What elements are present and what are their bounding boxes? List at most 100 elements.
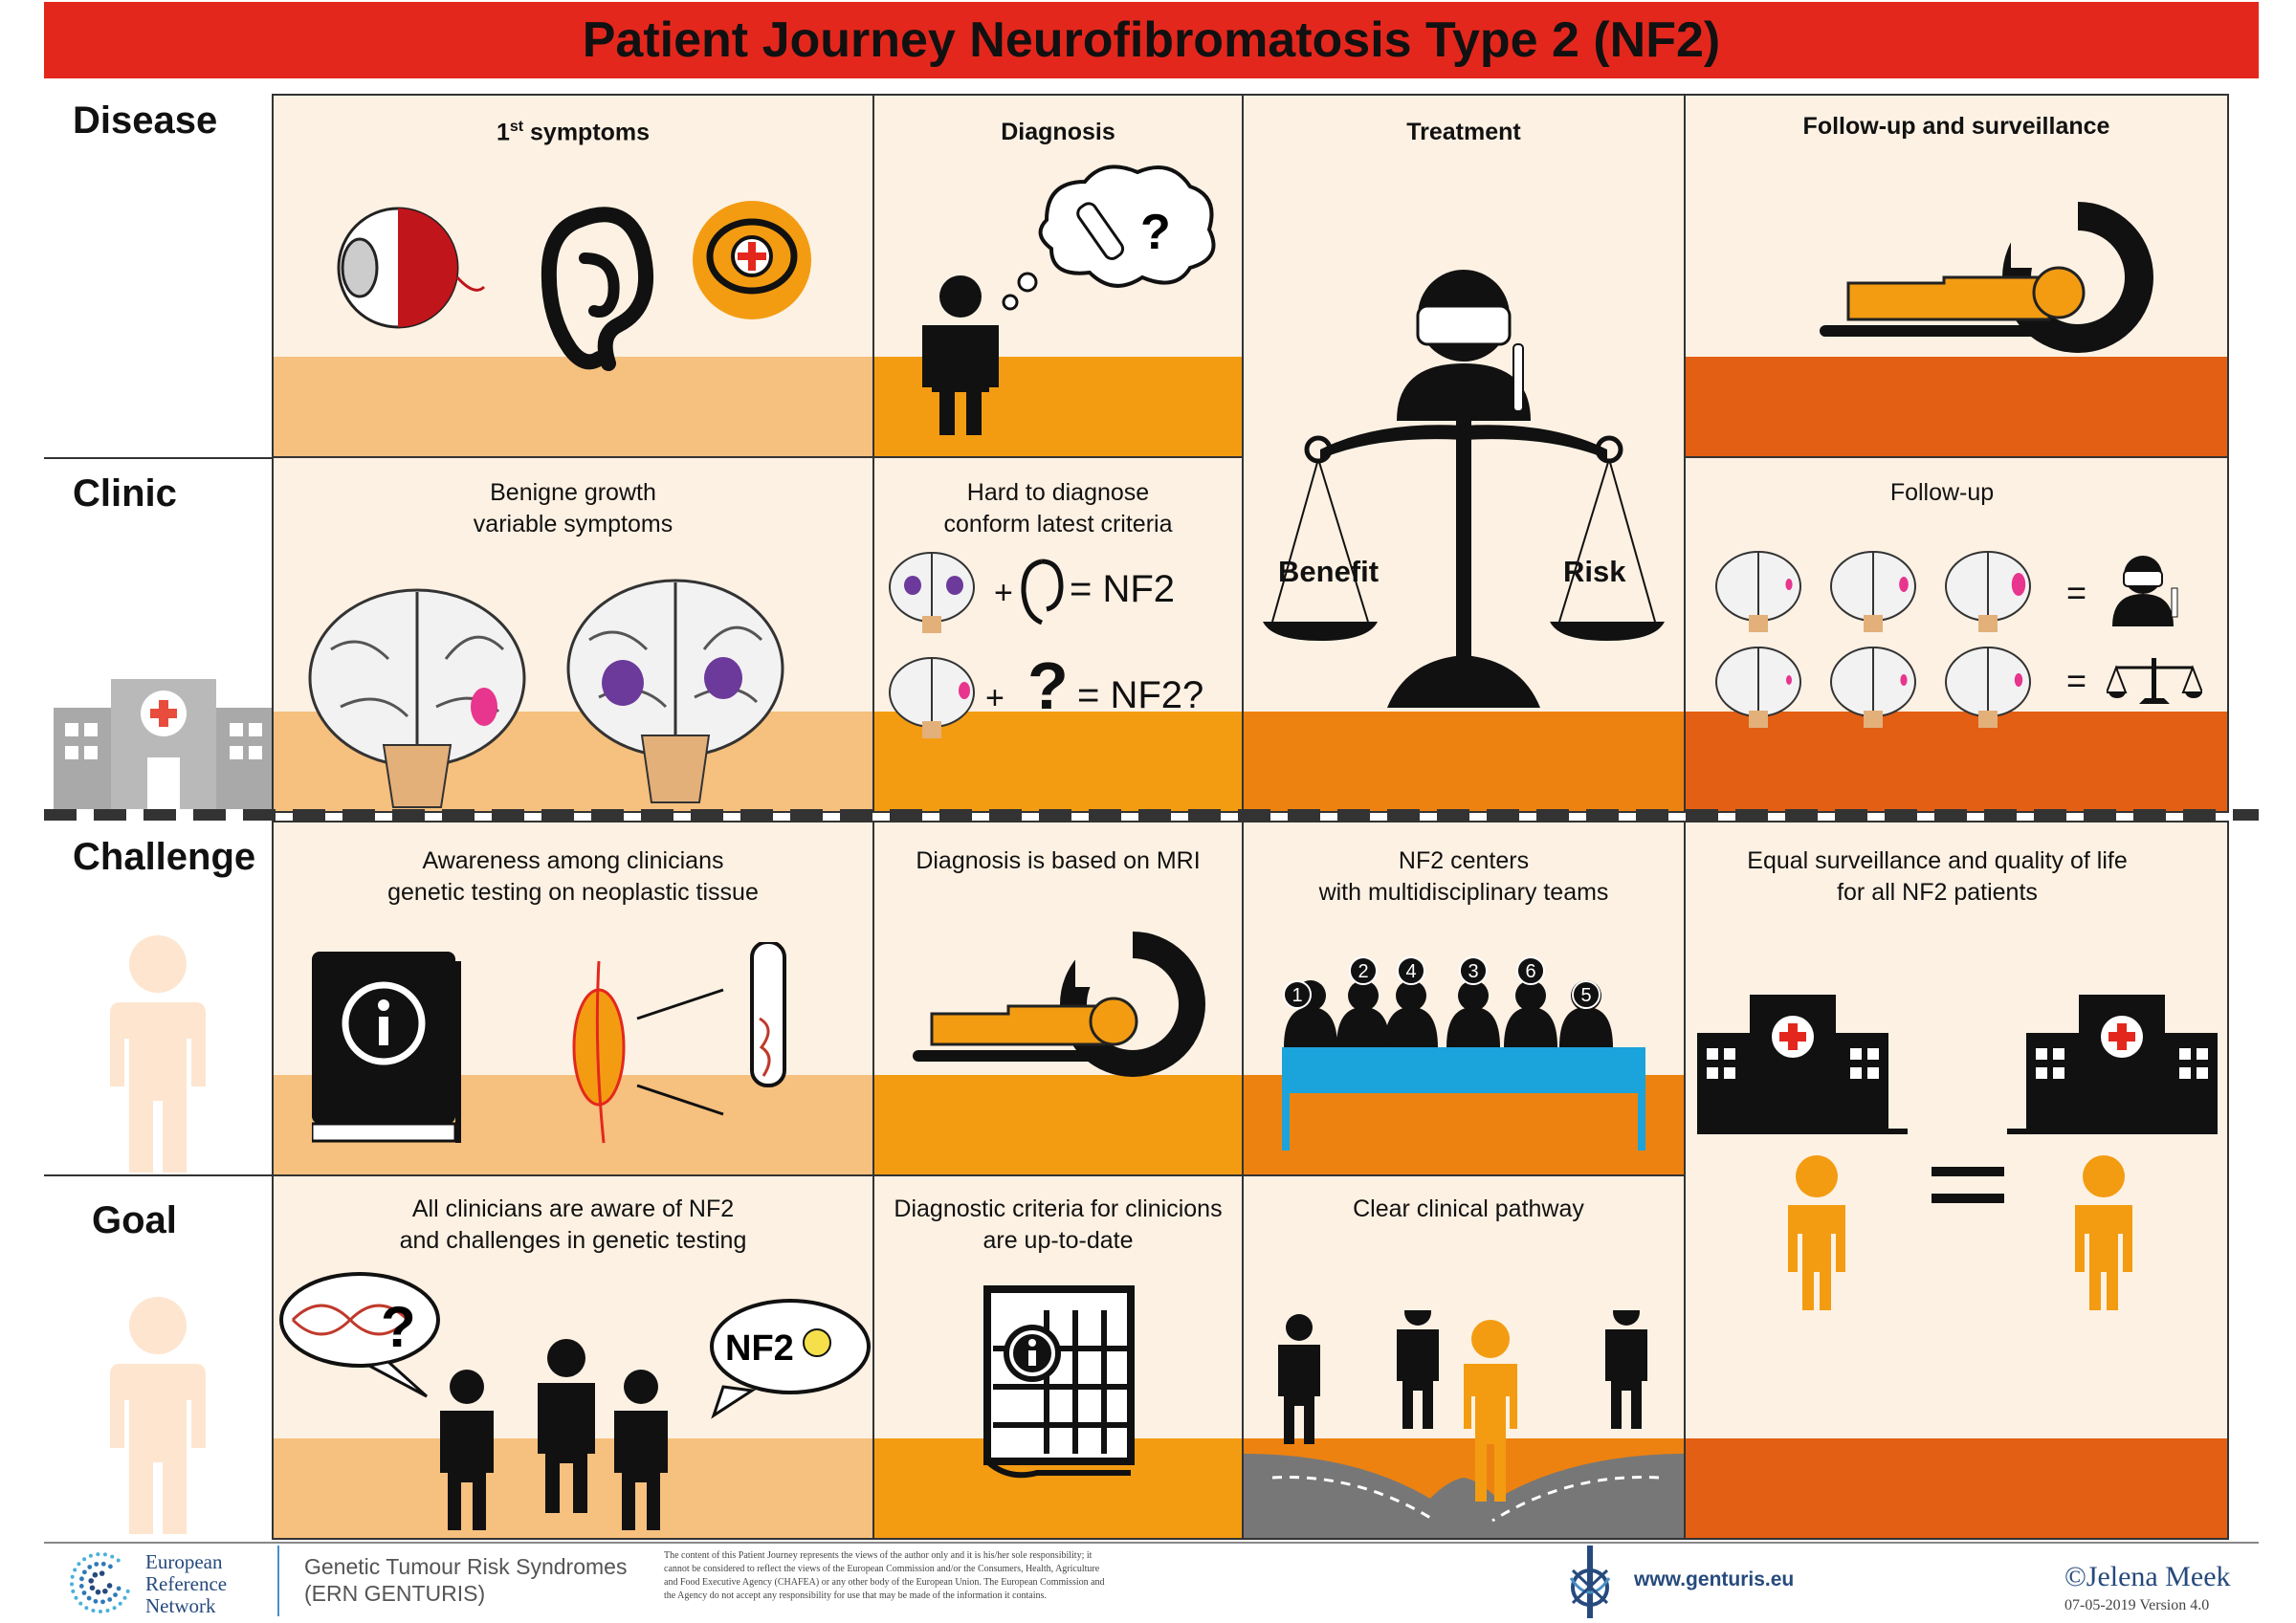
doctor-icon <box>922 275 999 435</box>
row-label-disease: Disease <box>73 99 218 142</box>
brain-icon <box>1715 551 1801 632</box>
copyright-text: ©Jelena Meek <box>2064 1561 2231 1592</box>
equals-bar <box>1932 1194 2004 1203</box>
road-fork-icon <box>1244 1454 1684 1538</box>
row-label-clinic: Clinic <box>73 472 177 515</box>
ear-icon <box>541 207 654 371</box>
cell-title: Follow-up <box>1889 479 1995 506</box>
cell-title: Clear clinical pathway <box>1353 1195 1584 1222</box>
doctor-icon <box>1278 1314 1320 1444</box>
hospital-icon <box>1697 995 1908 1134</box>
hospital-icon <box>54 679 274 809</box>
criteria-calendar-icon <box>983 1285 1135 1479</box>
cell-first-symptoms: 1st symptoms <box>272 94 874 458</box>
brain-icon <box>1715 647 1801 728</box>
patient-icon <box>2075 1155 2132 1310</box>
question-mark: ? <box>1027 648 1069 723</box>
team-number-badge: 4 <box>1405 961 1416 982</box>
team-number-badge: 3 <box>1468 961 1478 982</box>
patient-icon <box>110 935 206 1173</box>
brain-icon <box>1945 551 2031 632</box>
cell-title: Treatment <box>1406 119 1521 145</box>
disclaimer-text: The content of this Patient Journey repr… <box>664 1550 1105 1601</box>
svg-text:?: ? <box>381 1295 416 1359</box>
version-text: 07-05-2019 Version 4.0 <box>2064 1597 2210 1613</box>
equals-bar <box>1932 1167 2004 1176</box>
cell-title: 1st symptoms <box>496 119 651 146</box>
team-member-icon: 4 <box>1384 956 1438 1047</box>
row-divider <box>44 457 274 459</box>
doctor-icon <box>1605 1310 1647 1429</box>
patient-icon <box>110 1297 206 1534</box>
equal-hospitals-icon <box>1697 995 2218 1310</box>
mri-scanner-icon <box>1820 201 2153 353</box>
eye-icon <box>337 207 486 329</box>
team-number-badge: 6 <box>1525 961 1535 982</box>
doctor-icon <box>440 1370 494 1530</box>
brain-icon <box>889 552 975 633</box>
symptoms-icons <box>337 201 811 371</box>
scale-icon <box>2107 658 2202 704</box>
doctor-icon <box>614 1370 668 1530</box>
cell-clinical-pathway: Clear clinical pathway <box>1242 1174 1686 1540</box>
row-label-challenge: Challenge <box>73 836 256 878</box>
doctor-icon <box>1397 1310 1439 1429</box>
plus-sign: + <box>985 680 1004 716</box>
patient-icon <box>1464 1320 1517 1502</box>
equals-sign: = <box>2066 573 2087 612</box>
scale-icon <box>1263 411 1665 708</box>
row-divider <box>44 1174 274 1176</box>
cell-follow-up: Follow-up = = <box>1684 456 2229 813</box>
team-member-icon: 6 <box>1504 956 1557 1047</box>
cell-title: Follow-up and surveillance <box>1802 113 2110 140</box>
doctor-thinking-icon: ? <box>922 164 1216 435</box>
team-member-icon: 3 <box>1446 956 1500 1047</box>
test-tube-icon <box>750 942 786 1087</box>
brain-icon <box>566 579 784 803</box>
cell-title: Diagnosis <box>1001 119 1115 145</box>
brain-icon <box>1945 647 2031 728</box>
ern-logo-icon <box>70 1552 130 1613</box>
cell-diagnosis: Diagnosis ? <box>872 94 1244 458</box>
surgeon-scale-icon <box>1263 270 1665 708</box>
nf2-speech-bubble-icon: NF2 <box>710 1299 871 1419</box>
brain-icon <box>308 588 526 808</box>
follow-up-brains <box>1715 551 2031 728</box>
brain-icon <box>1830 647 1916 728</box>
team-member-icon: 2 <box>1336 956 1390 1047</box>
page-title: Patient Journey Neurofibromatosis Type 2… <box>582 12 1721 68</box>
title-bar: Patient Journey Neurofibromatosis Type 2… <box>44 2 2259 78</box>
footer-separator <box>277 1546 279 1616</box>
cell-title: Diagnosis is based on MRI <box>916 847 1201 874</box>
tissue-sample-icon <box>572 960 724 1144</box>
equation-nf2: = NF2 <box>1070 568 1176 610</box>
thought-cloud-icon: ? <box>1002 164 1216 311</box>
equation-nf2-question: = NF2? <box>1077 674 1204 716</box>
brain-icon <box>693 201 811 319</box>
svg-text:?: ? <box>1140 205 1171 260</box>
bubble-text: NF2 <box>725 1328 794 1369</box>
website-link[interactable]: www.genturis.eu <box>1634 1568 1795 1590</box>
patient-icon <box>1788 1155 1845 1310</box>
team-member-icon: 5 <box>1559 980 1613 1047</box>
benefit-label: Benefit <box>1278 555 1380 588</box>
doctor-icon <box>538 1339 595 1513</box>
team-number-badge: 5 <box>1580 985 1591 1006</box>
genturis-emblem-icon <box>1569 1546 1611 1618</box>
footer-divider <box>44 1542 2259 1544</box>
brain-icon <box>889 657 975 738</box>
cell-treatment: Treatment Benefit Risk <box>1242 94 1686 813</box>
brain-icon <box>1830 551 1916 632</box>
ear-icon <box>1021 559 1064 625</box>
